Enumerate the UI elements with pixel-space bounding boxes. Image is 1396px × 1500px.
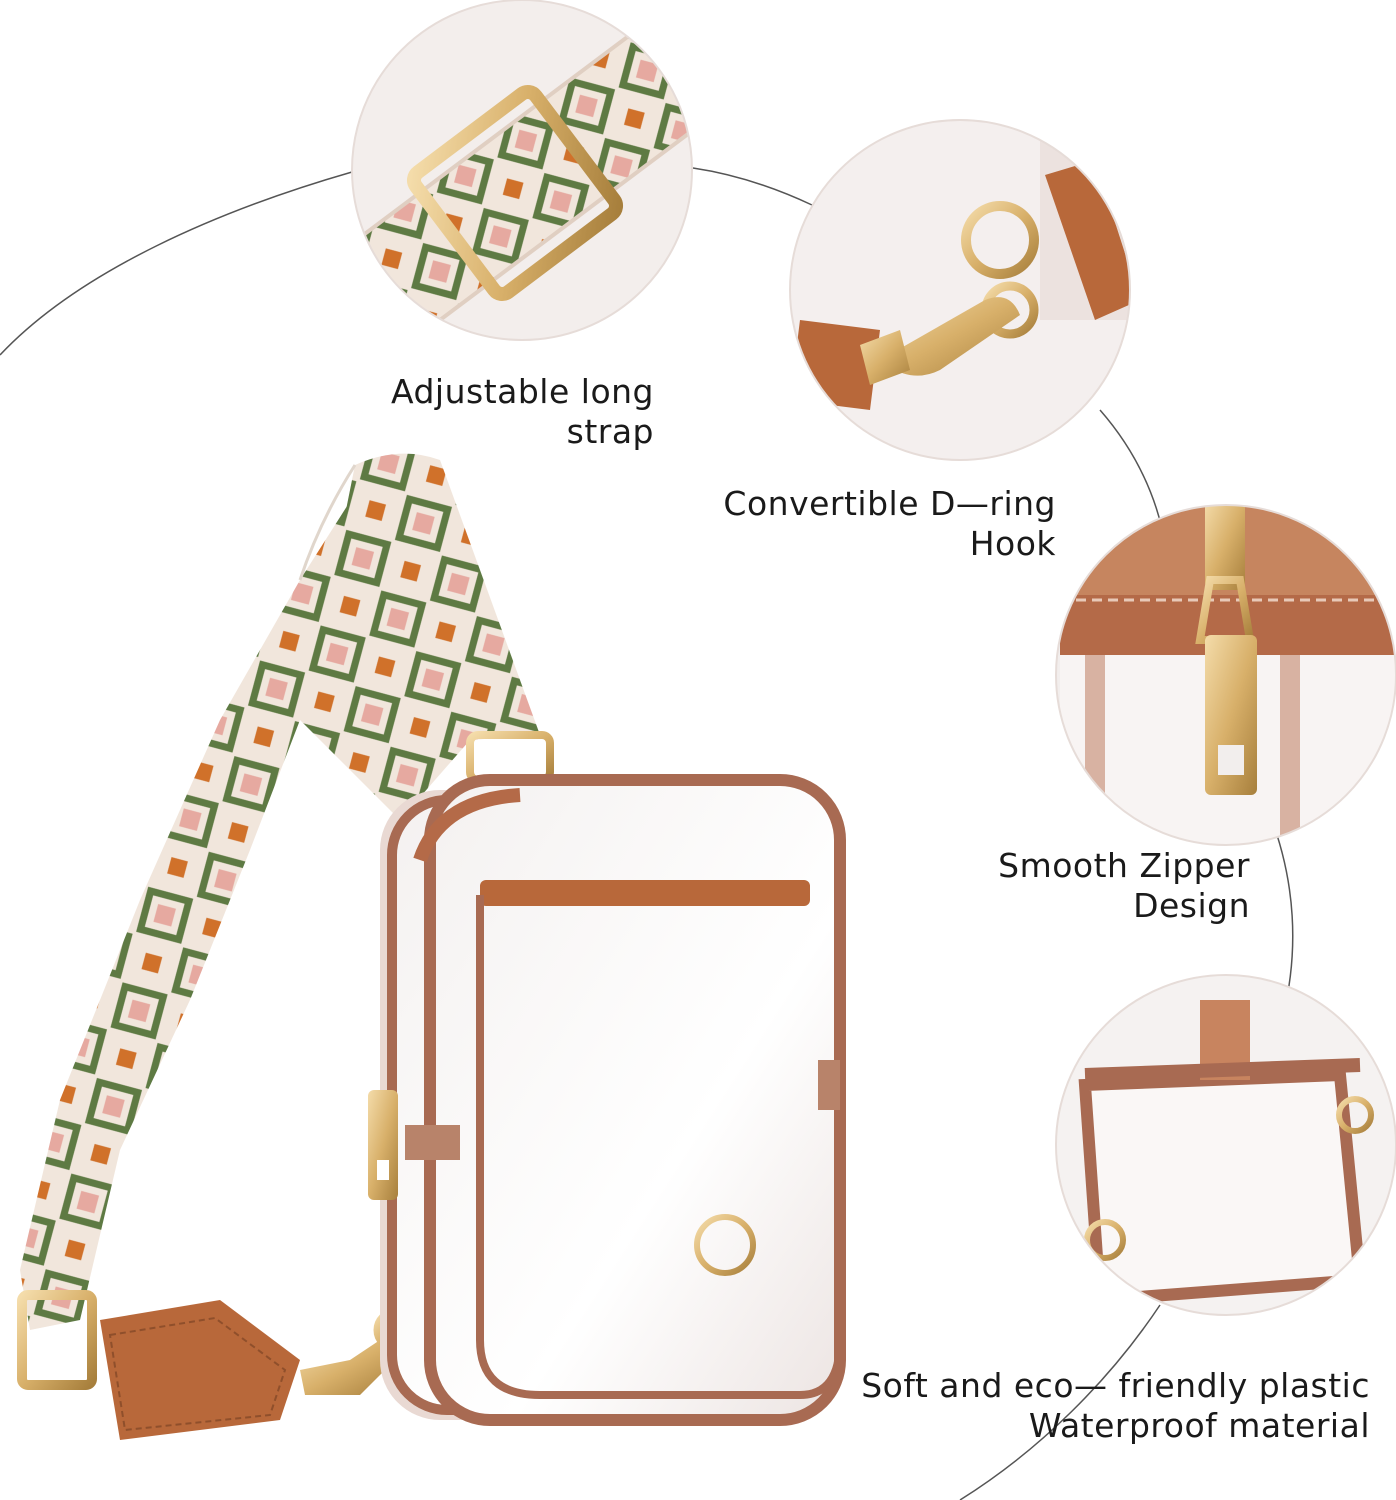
feature-line: strap bbox=[566, 412, 654, 451]
feature-line: Hook bbox=[969, 524, 1056, 563]
feature-label-strap: Adjustable long strap bbox=[391, 372, 654, 452]
feature-line: Soft and eco— friendly plastic bbox=[861, 1366, 1370, 1405]
feature-line: Convertible D—ring bbox=[723, 484, 1056, 523]
clear-plastic-closeup bbox=[1055, 974, 1396, 1316]
feature-line: Smooth Zipper bbox=[998, 846, 1250, 885]
strap-buckle-closeup bbox=[351, 0, 693, 341]
connector-lines bbox=[0, 167, 1294, 1500]
zipper-closeup bbox=[1055, 504, 1396, 846]
d-ring-hook-closeup bbox=[789, 119, 1131, 461]
feature-label-zipper: Smooth Zipper Design bbox=[998, 846, 1250, 926]
feature-label-plastic: Soft and eco— friendly plastic Waterproo… bbox=[861, 1366, 1370, 1446]
feature-line: Adjustable long bbox=[390, 372, 654, 411]
clear-crossbody-bag bbox=[17, 453, 846, 1440]
feature-line: Design bbox=[1133, 886, 1250, 925]
feature-line: Waterproof material bbox=[1028, 1406, 1370, 1445]
feature-label-hook: Convertible D—ring Hook bbox=[723, 484, 1056, 564]
